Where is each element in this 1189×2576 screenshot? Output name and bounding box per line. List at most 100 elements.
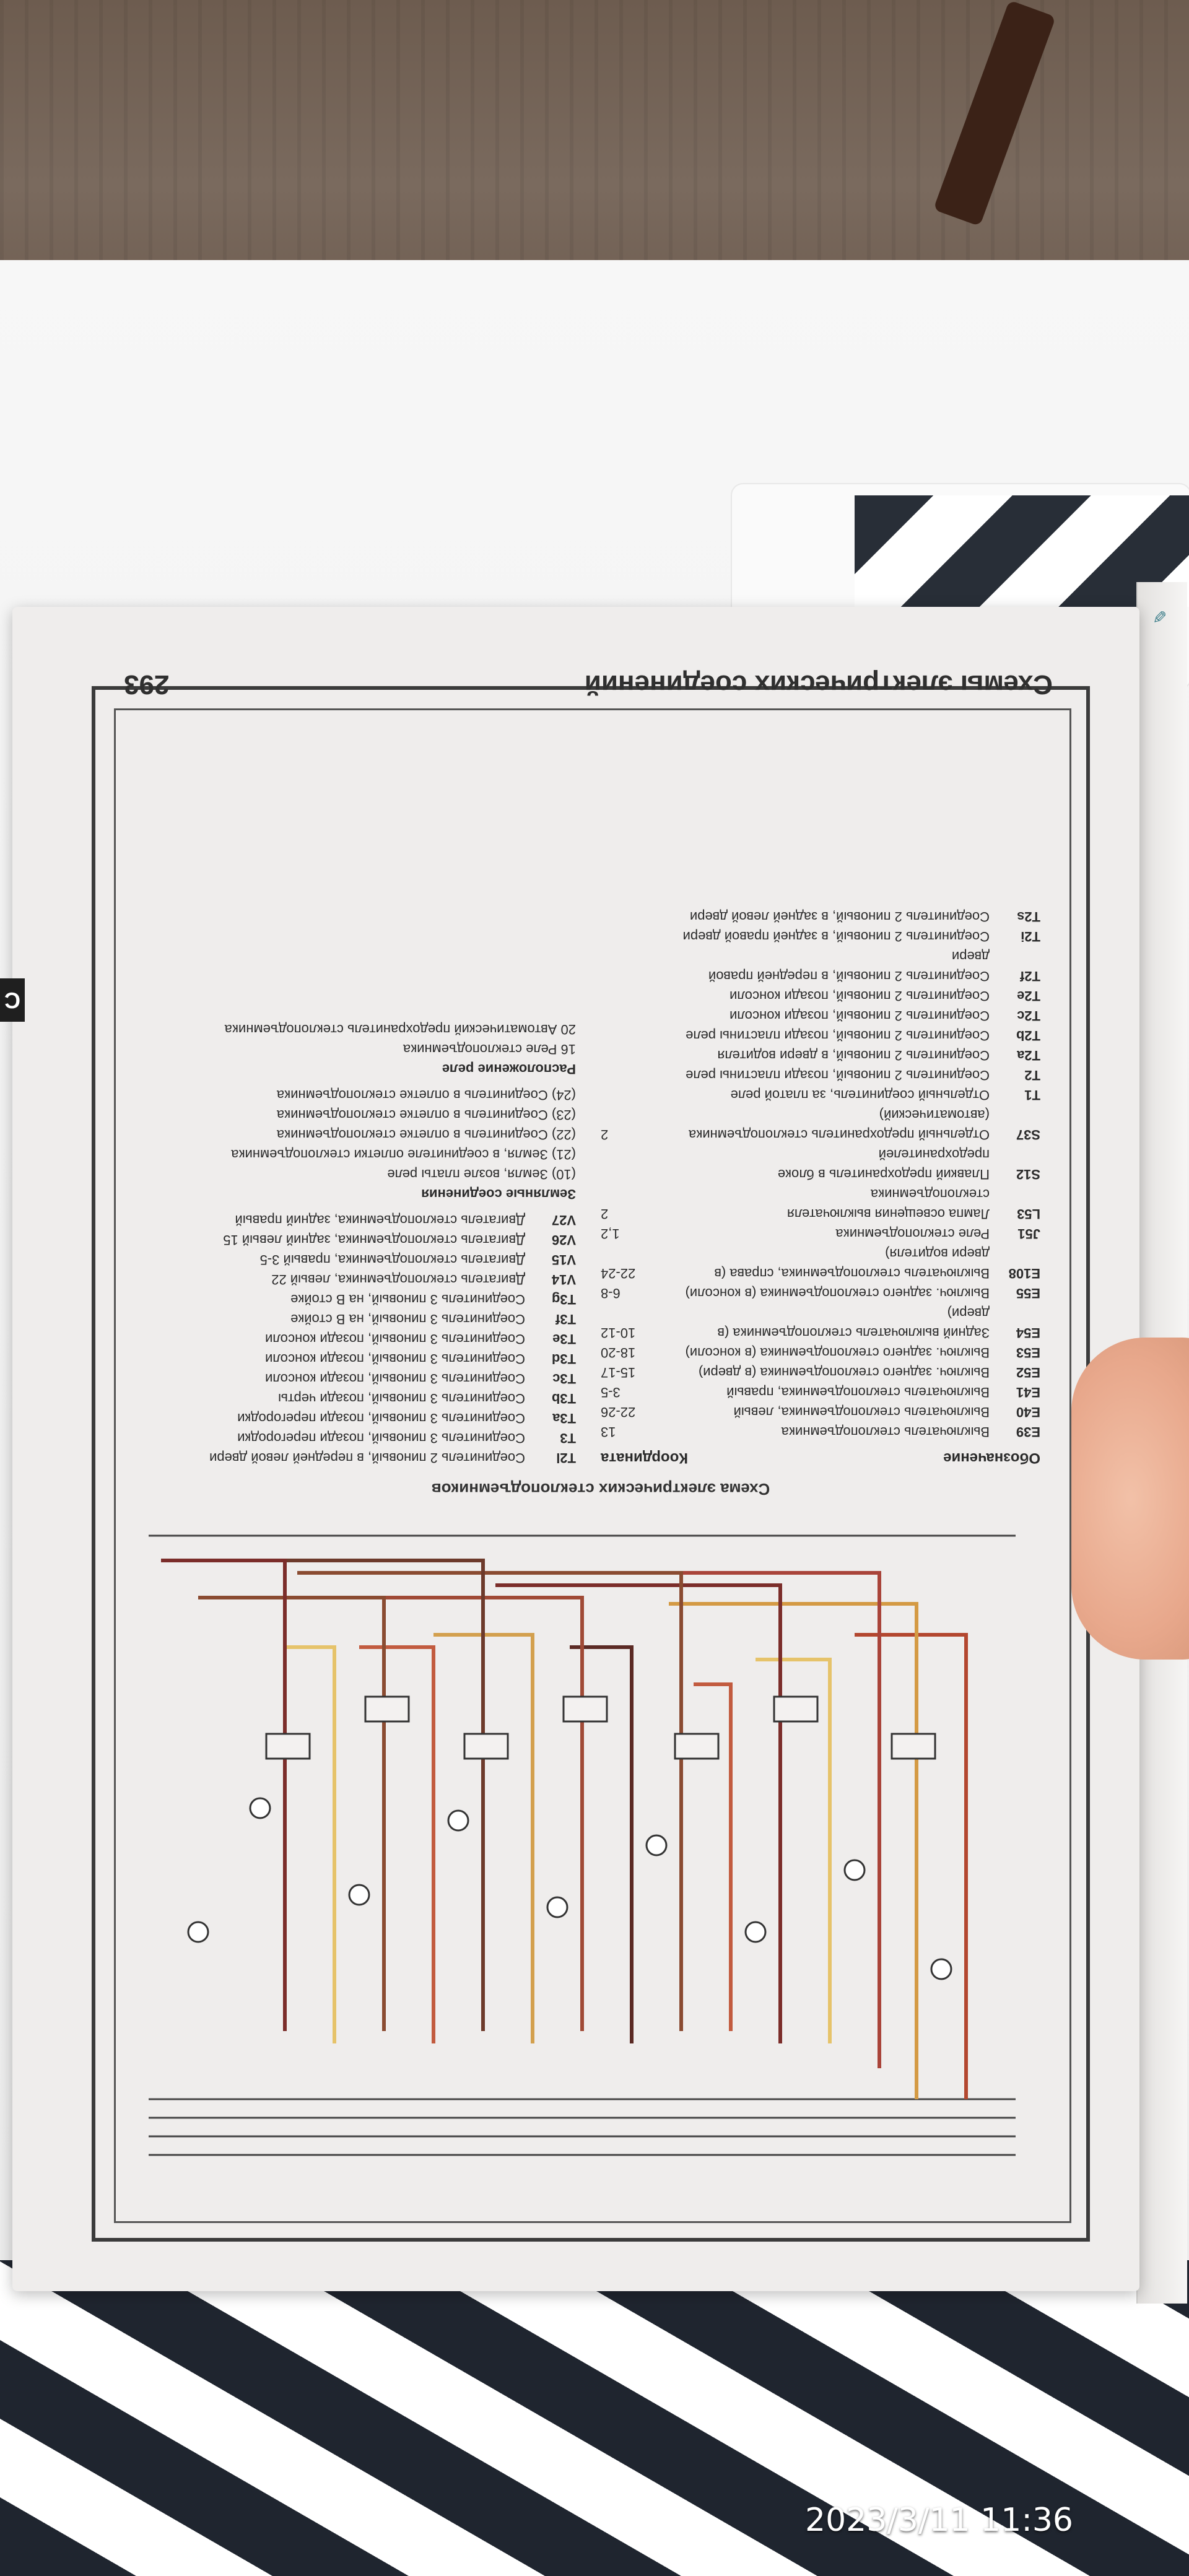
legend-code: S37 [1016,1127,1040,1142]
legend-desc: Выключатель стеклоподъемника, правый [726,1385,990,1400]
legend-code: E39 [1016,1424,1040,1440]
legend-coord [601,907,669,926]
legend-code: T3d [551,1351,576,1367]
legend-desc: Соединитель 3 пиновый, позади перегородк… [237,1430,525,1446]
legend-code: E53 [1016,1345,1040,1360]
relay-heading: Расположение реле [442,1061,576,1077]
striped-cloth-top [855,495,1189,607]
legend-coord: 6-8 [601,1286,621,1301]
page-number: 293 [124,669,170,700]
ground-item: (22) Соединитель в оплетке стеклоподъемн… [276,1127,576,1142]
legend-coord [601,1006,669,1025]
legend-item: T3d Соединитель 3 пиновый, позади консоли [136,1349,576,1368]
legend-desc: Двигатель стеклоподъемника, левый 22 [271,1272,525,1287]
legend-code: T3e [552,1331,576,1347]
legend-code: T3g [551,1292,576,1307]
legend-desc: Соединитель 2 пиновый, позади пластины р… [686,1028,990,1043]
legend-item: T2e Соединитель 2 пиновый, позади консоли [601,986,1040,1006]
legend-coord [601,1025,669,1045]
legend-code: V14 [551,1272,576,1287]
ground-item: (21) Земля, в соединителе оплетки стекло… [231,1147,576,1162]
ground-heading: Земляные соединения [421,1186,576,1202]
legend-code: S12 [1016,1167,1040,1182]
legend-desc: Соединитель 2 пиновый, позади консоли [730,988,990,1004]
legend-code: T2s [1017,909,1040,925]
striped-cloth-bottom [0,2260,1189,2576]
legend-code: T3c [552,1371,576,1386]
legend-code: T2e [1017,988,1040,1004]
diagram-title: Схема электрических стеклоподъемников [431,1480,770,1499]
legend-code: T3f [555,1312,576,1327]
page-header: Схемы электрических соединений 293 [124,650,1053,718]
legend-desc: Задний выключатель стеклоподъемника (в д… [717,1305,990,1341]
legend-code: T2i [1021,929,1040,944]
legend-code: T1 [1024,1087,1040,1103]
legend-desc: Соединитель 3 пиновый, позади черты [278,1391,525,1406]
legend-item: T3b Соединитель 3 пиновый, позади черты [136,1388,576,1408]
legend-code: T3 [560,1430,576,1446]
legend-coord: 13 [601,1424,616,1440]
legend-coord: 15-17 [601,1365,636,1380]
legend-heading-code: Обозначение [943,1450,1040,1466]
legend-code: V27 [551,1212,576,1228]
legend-code: T2b [1016,1028,1040,1043]
legend-item: T2f Соединитель 2 пиновый, в передней пра… [601,946,1040,986]
page-content-rotated: Схемы электрических соединений 293 [12,607,1139,2291]
legend-heading-row: Обозначение Координата [601,1442,1040,1468]
legend-desc: Реле стеклоподъемника [835,1226,990,1242]
book-page: Схемы электрических соединений 293 [12,607,1139,2291]
legend-desc: Отдельный предохранитель стеклоподъемник… [688,1107,990,1142]
legend-heading-coord: Координата [601,1450,688,1466]
thumb [1071,1338,1189,1660]
legend-code: L53 [1017,1206,1040,1222]
ground-item: (23) Соединитель в оплетке стеклоподъемн… [276,1107,576,1123]
legend-item: T2s Соединитель 2 пиновый, в задней левой… [601,907,1040,926]
legend-desc: Двигатель стеклоподъемника, задний левый… [223,1232,525,1248]
legend-left-column: Обозначение Координата E39 Выключатель ст… [601,762,1040,1468]
legend-code: E54 [1016,1325,1040,1341]
legend-desc: Соединитель 3 пиновый, на В стойке [290,1312,525,1327]
ground-item: (24) Соединитель в оплетке стеклоподъемн… [276,1087,576,1103]
legend-coord: 18-20 [601,1345,636,1360]
legend-desc: Выключатель стеклоподъемника [781,1424,990,1440]
legend-coord: 1,2 [601,1226,620,1242]
legend-item: T3f Соединитель 3 пиновый, на В стойке [136,1309,576,1329]
legend-coord: 22-26 [601,1404,636,1420]
legend-desc: Соединитель 2 пиновый, в передней правой… [708,949,990,984]
legend-code: T2l [556,1450,576,1466]
legend-code: T2f [1020,968,1040,984]
legend-item: V14 Двигатель стеклоподъемника, левый 22 [136,1269,576,1289]
wiring-diagram [149,1534,1016,2156]
legend-coord [601,1144,669,1184]
ground-item: (10) Земля, возле платы реле [387,1167,576,1182]
legend-desc: Выключатель стеклоподъемника, левый [733,1404,990,1420]
legend-coord: 2 [601,1206,609,1222]
legend-desc: Соединитель 3 пиновый, позади консоли [265,1351,525,1367]
legend-coord [601,1065,669,1085]
legend-desc: Плавкий предохранитель в блоке предохран… [777,1147,990,1182]
legend-code: T3b [551,1391,576,1406]
legend-desc: Соединитель 2 пиновый, в задней левой дв… [689,909,990,925]
legend-desc: Двигатель стеклоподъемника, задний правы… [235,1212,525,1228]
legend-coord [601,986,669,1006]
legend-item: T2b Соединитель 2 пиновый, позади пластин… [601,1025,1040,1045]
legend-code: E108 [1008,1266,1040,1281]
legend-code: E41 [1016,1385,1040,1400]
legend-desc: Лампа освещения выключателя стеклоподъем… [786,1186,990,1222]
legend-coord [601,1045,669,1065]
legend-item: E39 Выключатель стеклоподъемника 13 [601,1422,1040,1442]
